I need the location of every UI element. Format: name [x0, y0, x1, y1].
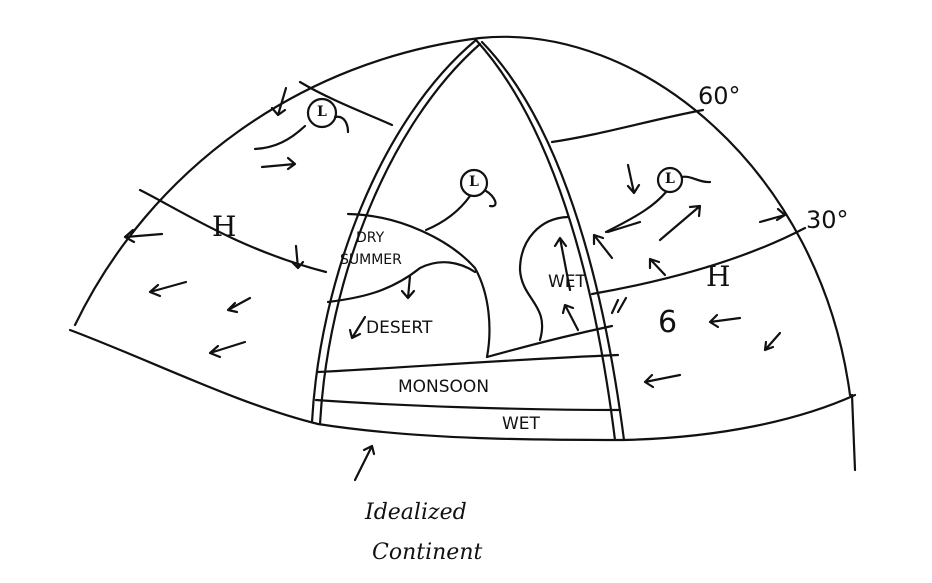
wind-arrows	[123, 86, 787, 482]
low-pressure-circle-center	[459, 168, 489, 198]
high-pressure-east: H	[706, 260, 731, 293]
monsoon-south-line	[314, 398, 622, 412]
number-6-label: 6	[658, 305, 678, 340]
continent-east-coast	[474, 38, 617, 442]
continent-west-coast	[310, 38, 478, 424]
low-pressure-east: L	[665, 171, 675, 187]
dry-summer-boundary	[346, 212, 491, 359]
lat30-east	[590, 226, 807, 296]
base-curve	[68, 328, 857, 442]
wet-east-label: WET	[548, 272, 586, 292]
front-east	[604, 175, 712, 234]
polar-front-west	[298, 80, 394, 127]
right-edge-line	[850, 393, 857, 472]
caption-continent: Continent	[372, 540, 483, 565]
globe-outline	[73, 35, 852, 397]
continent-east-coast-inner	[480, 40, 626, 442]
summer-label: SUMMER	[340, 252, 402, 268]
wet-zone-boundary	[518, 215, 570, 342]
high-pressure-west: H	[212, 210, 237, 243]
desert-boundary	[326, 261, 477, 304]
front-west	[253, 115, 350, 151]
lat30-west	[138, 188, 328, 274]
low-pressure-circle-west	[306, 97, 338, 129]
latitude-60-label: 60°	[698, 82, 741, 110]
monsoon-north-line	[316, 353, 620, 374]
desert-south-boundary	[485, 324, 614, 359]
desert-label: DESERT	[366, 318, 433, 338]
low-pressure-west: L	[317, 104, 327, 120]
dry-label: DRY	[356, 230, 385, 246]
latitude-30-label: 30°	[806, 206, 849, 234]
monsoon-label: MONSOON	[398, 377, 490, 397]
lat60-east	[550, 108, 705, 144]
wet-south-label: WET	[502, 414, 540, 434]
continent-west-coast-inner	[318, 42, 482, 426]
front-center	[424, 189, 497, 232]
caption-idealized: Idealized	[365, 500, 467, 525]
low-pressure-center: L	[469, 174, 479, 190]
low-pressure-circle-east	[656, 166, 684, 194]
